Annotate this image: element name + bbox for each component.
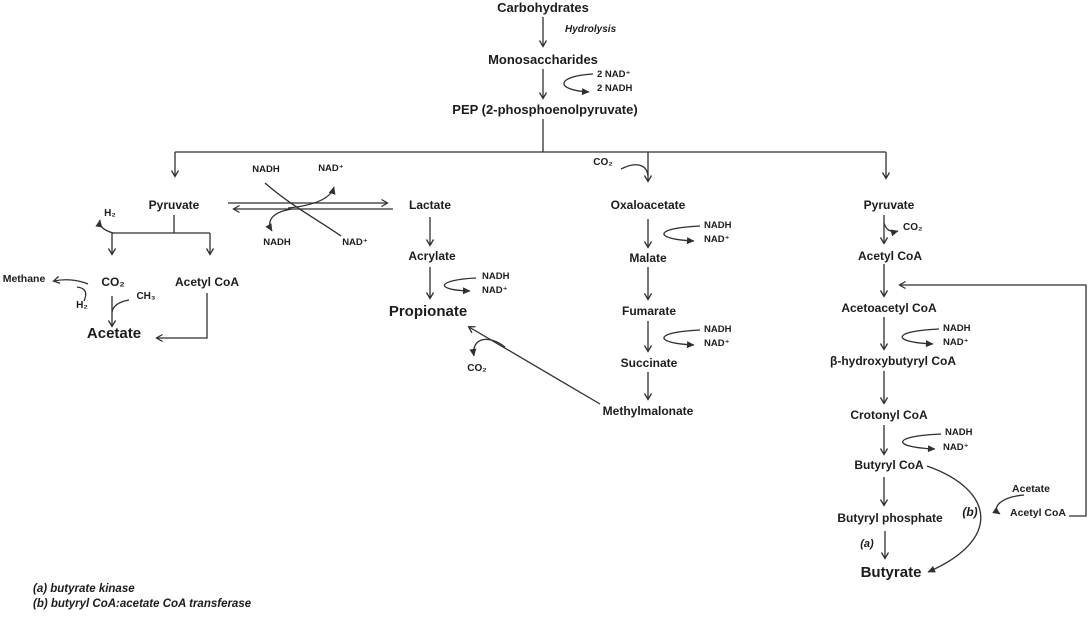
node-fumarate: Fumarate [621,304,677,318]
arrow-methylmalonate-propionate [467,326,601,405]
node-co2-left: CO₂ [101,275,125,289]
curve-h2-into-methane [76,286,87,302]
cofactor-curve-acrylate [443,277,477,295]
node-pep: PEP (2-phosphoenolpyruvate) [452,102,638,117]
node-lactate: Lactate [408,198,452,212]
label-enzyme-a: (a) [860,538,874,550]
cofactor-2nad-in: 2 NAD⁺ [597,69,631,80]
curve-co2-release-propionate [469,338,506,357]
node-crotonyl-coa: Crotonyl CoA [850,408,928,422]
cofactor-nadh-acrylate: NADH [482,271,510,282]
label-ch3-in: CH₃ [136,291,156,302]
node-acrylate: Acrylate [408,249,456,263]
curve-h2-release [95,219,114,234]
node-monosaccharides: Monosaccharides [488,52,598,67]
cofactor-nad-oxaloacetate: NAD⁺ [704,234,730,245]
node-methylmalonate: Methylmalonate [602,404,694,418]
cofactor-nadh-crotonyl: NADH [945,427,973,438]
cofactor-nadh-acetoacetyl: NADH [943,323,971,334]
node-malate: Malate [629,251,667,265]
node-acetate: Acetate [86,325,142,342]
cofactor-nad-crotonyl: NAD⁺ [943,442,969,453]
node-acetyl-coa-left: Acetyl CoA [174,275,240,289]
curve-co2-into-oxaloacetate [620,164,649,177]
cofactor-curve-oxaloacetate [663,225,701,245]
cofactor-nad-acetoacetyl: NAD⁺ [943,337,969,348]
node-succinate: Succinate [620,356,678,370]
node-carbohydrates: Carbohydrates [497,0,589,15]
line-acetylcoa-return-loop [898,280,1087,517]
cofactor-nadh-fumarate: NADH [704,324,732,335]
curve-nadh-nad-cross [264,182,342,237]
label-co2-in-oxaloacetate: CO₂ [593,157,613,168]
curve-co2-release-right [883,222,899,237]
node-acetyl-coa-loop: Acetyl CoA [1010,507,1067,519]
node-oxaloacetate: Oxaloacetate [610,198,686,212]
cofactor-curve-glycolysis [563,73,594,96]
label-h2-in: H₂ [76,300,88,311]
cofactor-nadh-oxaloacetate: NADH [704,220,732,231]
label-hydrolysis: Hydrolysis [565,24,617,35]
legend-enzyme-a: (a) butyrate kinase [33,583,135,595]
cofactor-curve-fumarate [663,329,701,349]
node-butyryl-phosphate: Butyryl phosphate [837,511,943,525]
curve-butyrylcoa-butyrate-transferase [926,465,982,573]
cofactor-curve-crotonyl [902,433,942,453]
node-beta-hydroxybutyryl-coa: β-hydroxybutyryl CoA [829,354,957,368]
cofactor-nadh-reverse: NADH [263,237,291,248]
node-pyruvate-right: Pyruvate [863,198,915,212]
cofactor-nad-acrylate: NAD⁺ [482,285,508,296]
node-propionate: Propionate [388,303,468,320]
arrow-co2-methane [52,275,89,285]
node-acetoacetyl-coa: Acetoacetyl CoA [841,301,937,315]
node-acetate-in: Acetate [1012,483,1050,495]
curve-acetate-into-acetylcoa [992,494,1025,515]
cofactor-2nadh-out: 2 NADH [597,83,633,94]
curve-ch3-into-acetate [111,299,130,313]
curve-hook-to-nadh-reverse [265,208,293,232]
label-co2-release-propionate: CO₂ [467,363,487,374]
label-enzyme-b: (b) [962,505,978,519]
node-pyruvate-left: Pyruvate [148,198,200,212]
cofactor-nadh-forward: NADH [252,164,280,175]
cofactor-curve-acetoacetyl [901,328,940,348]
label-h2-release: H₂ [104,208,116,219]
node-acetyl-coa-right: Acetyl CoA [857,249,923,263]
node-butyryl-coa: Butyryl CoA [854,458,924,472]
node-butyrate: Butyrate [860,564,922,581]
curve-hook-to-nad-forward [287,186,336,209]
cofactor-nad-forward: NAD⁺ [318,163,344,174]
legend-enzyme-b: (b) butyryl CoA:acetate CoA transferase [33,598,252,610]
node-methane: Methane [2,273,46,285]
arrow-acetylcoa-acetate [155,293,208,343]
label-co2-release-right: CO₂ [903,222,923,233]
cofactor-nad-reverse: NAD⁺ [342,237,368,248]
cofactor-nad-fumarate: NAD⁺ [704,338,730,349]
